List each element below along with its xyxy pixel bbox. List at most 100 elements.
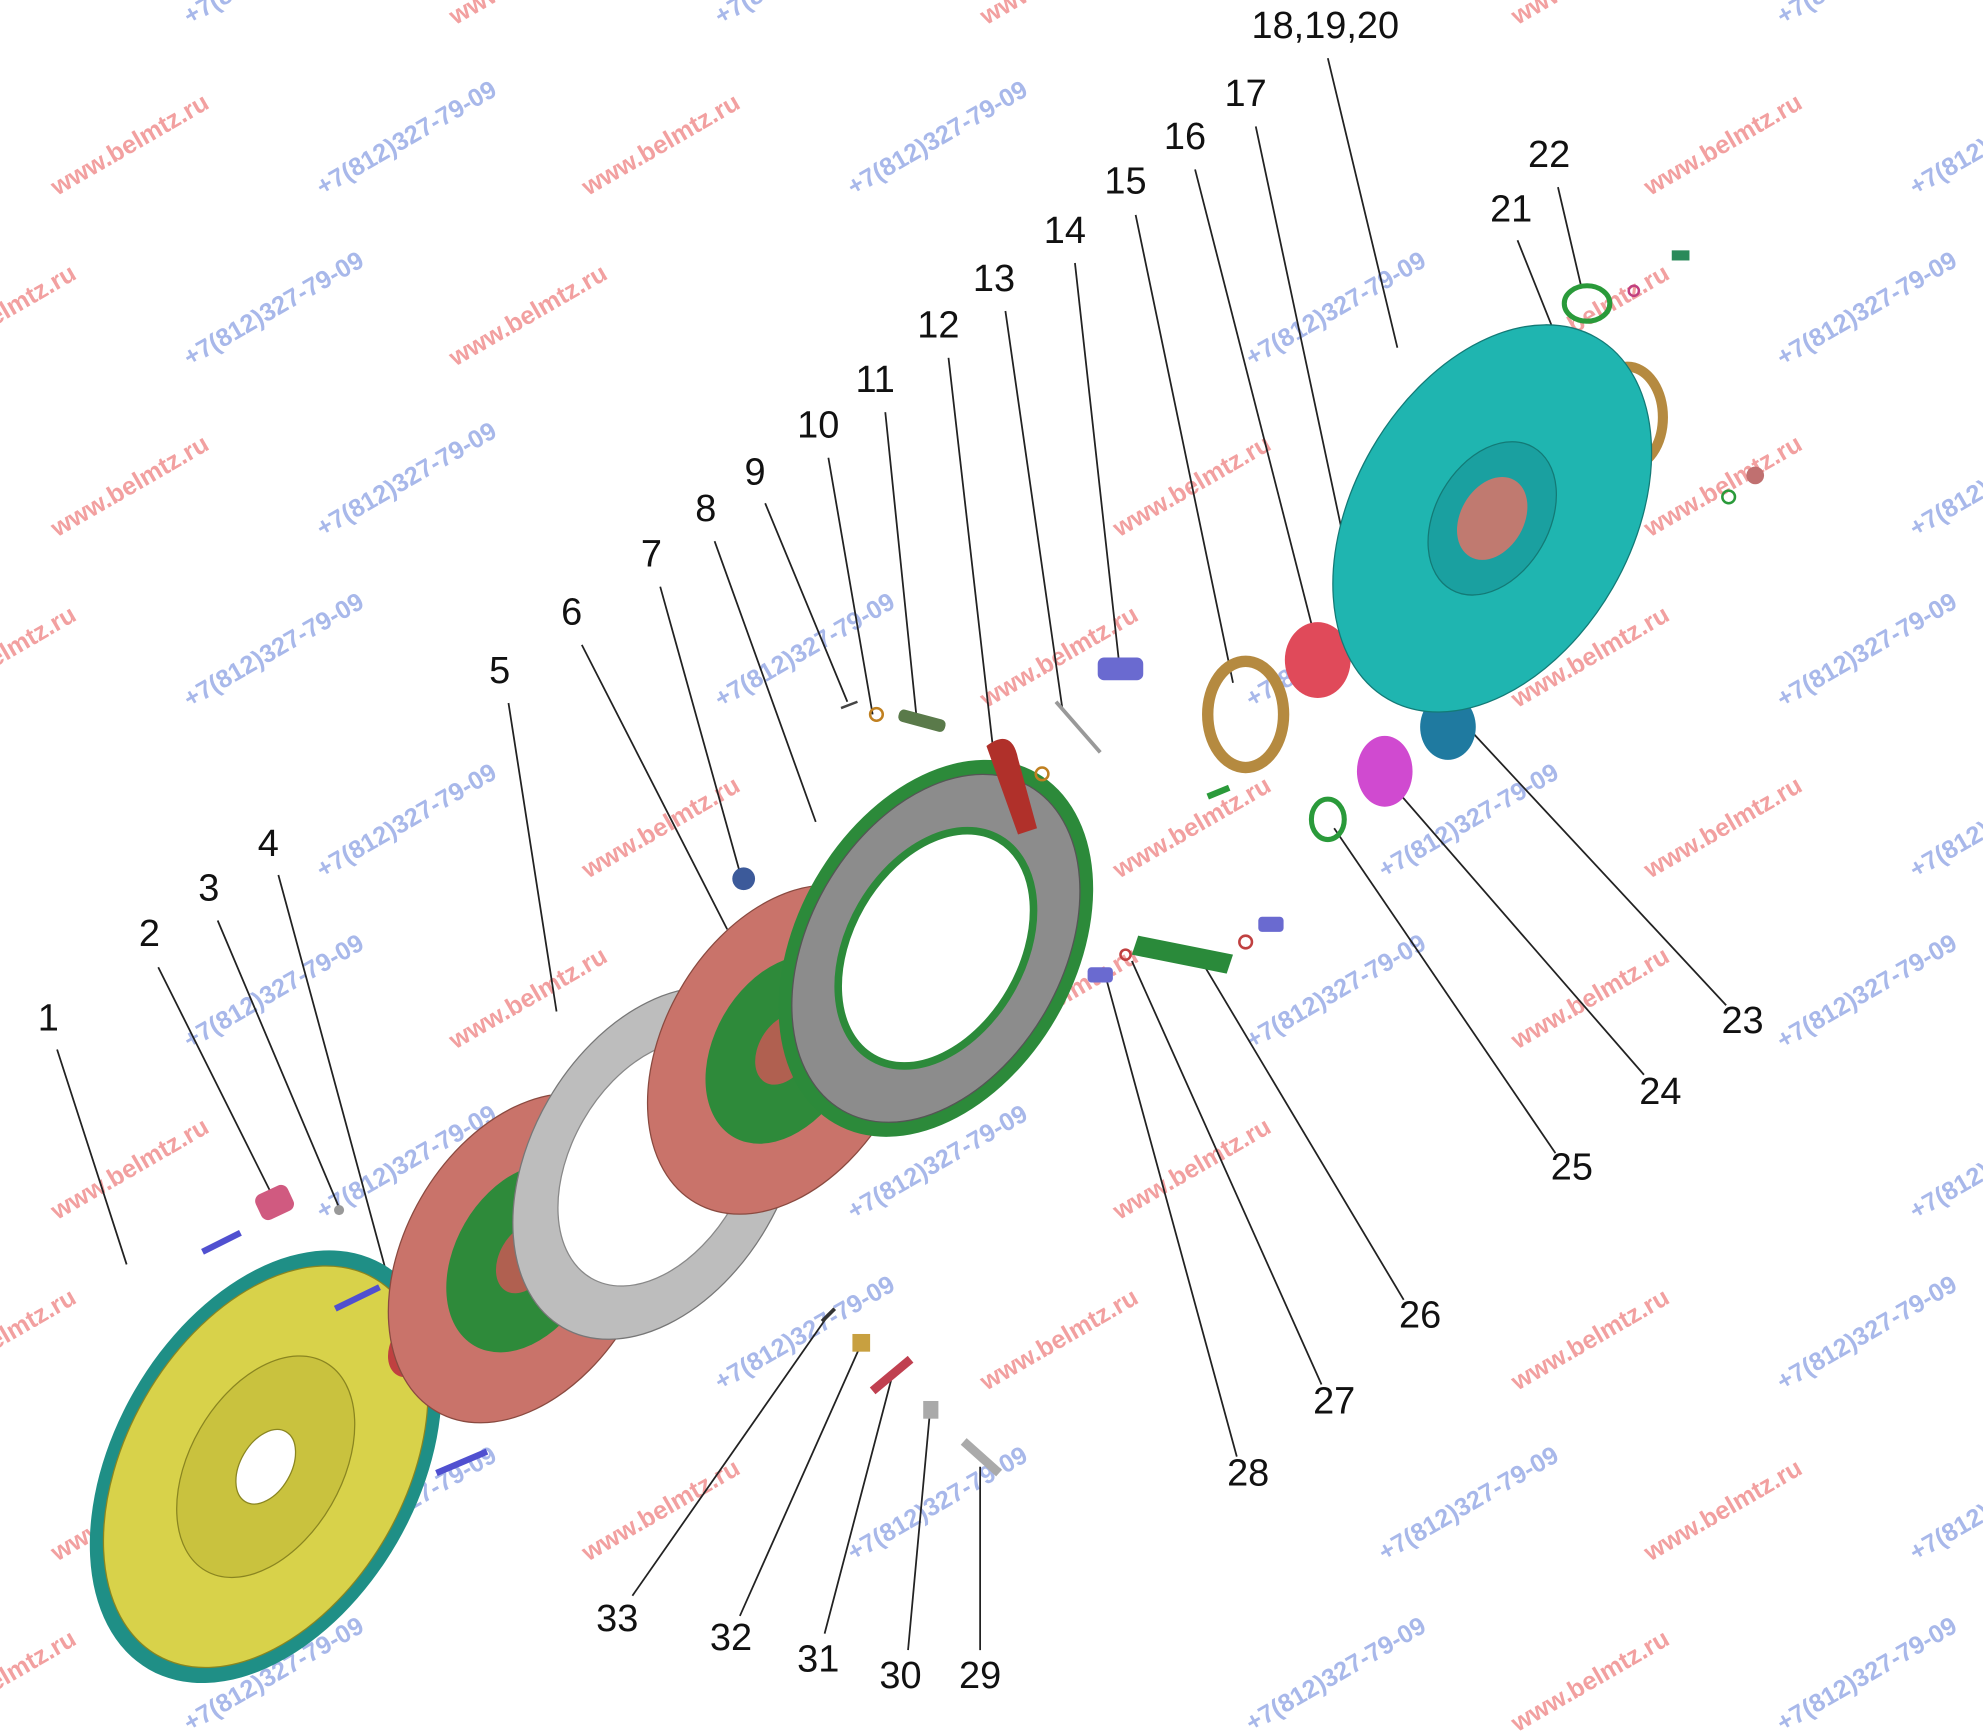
part-label-11: 11 bbox=[855, 359, 894, 401]
watermark-text: www.belmtz.ru bbox=[0, 259, 81, 372]
part-label-16: 16 bbox=[1164, 116, 1206, 158]
leader-line bbox=[216, 920, 340, 1208]
watermark-text: +7(812)327-79-09 bbox=[1772, 0, 1962, 30]
watermark-text: +7(812)327-79-09 bbox=[1772, 246, 1962, 372]
part-label-23: 25 bbox=[1551, 1147, 1593, 1189]
leader-line bbox=[1105, 979, 1238, 1457]
watermark-text: +7(812)327-79-09 bbox=[1905, 758, 1983, 884]
watermark-text: www.belmtz.ru bbox=[1506, 942, 1674, 1055]
part-label-31: 33 bbox=[596, 1598, 638, 1640]
watermark-text: +7(812)327-79-09 bbox=[1772, 1612, 1962, 1731]
leader-line bbox=[1131, 960, 1323, 1385]
watermark-text: www.belmtz.ru bbox=[0, 600, 81, 713]
watermark-text: www.belmtz.ru bbox=[45, 430, 213, 543]
leader-line bbox=[1472, 732, 1727, 1006]
watermark-text: +7(812)327-79-09 bbox=[1905, 75, 1983, 201]
leader-line bbox=[1194, 169, 1317, 639]
leader-line bbox=[1134, 214, 1234, 683]
leader-line bbox=[1557, 186, 1582, 285]
watermark-text: www.belmtz.ru bbox=[444, 942, 612, 1055]
part-label-19: 21 bbox=[1490, 188, 1532, 230]
watermark-text: www.belmtz.ru bbox=[444, 259, 612, 372]
watermark-text: +7(812)327-79-09 bbox=[312, 75, 502, 201]
watermark-text: +7(812)327-79-09 bbox=[710, 0, 900, 30]
part-label-27: 29 bbox=[959, 1655, 1001, 1697]
part-label-18: 18,19,20 bbox=[1251, 5, 1399, 47]
watermark-text: www.belmtz.ru bbox=[1638, 1454, 1806, 1567]
watermark-text: www.belmtz.ru bbox=[45, 1112, 213, 1225]
watermark-text: +7(812)327-79-09 bbox=[1241, 246, 1431, 372]
part-label-22: 24 bbox=[1639, 1071, 1681, 1113]
watermark-text: +7(812)327-79-09 bbox=[1374, 1441, 1564, 1567]
leader-line bbox=[1390, 783, 1645, 1076]
leader-line bbox=[739, 1346, 861, 1617]
leader-line bbox=[713, 540, 817, 823]
leader-line bbox=[56, 1049, 128, 1265]
part-flywheel bbox=[89, 1250, 442, 1684]
leader-line bbox=[157, 966, 273, 1196]
watermark-text: www.belmtz.ru bbox=[576, 88, 744, 201]
watermark-text: www.belmtz.ru bbox=[1506, 0, 1674, 31]
part-label-2: 2 bbox=[139, 913, 160, 955]
part-label-17: 17 bbox=[1225, 73, 1267, 115]
leader-line bbox=[1074, 262, 1121, 664]
watermark-text: www.belmtz.ru bbox=[1506, 1283, 1674, 1396]
leader-line bbox=[277, 874, 406, 1341]
part-label-13: 13 bbox=[973, 258, 1015, 300]
watermark-text: +7(812)327-79-09 bbox=[1241, 929, 1431, 1055]
watermark-text: +7(812)327-79-09 bbox=[312, 758, 502, 884]
watermark-text: +7(812)327-79-09 bbox=[179, 0, 369, 30]
leader-line bbox=[823, 1378, 893, 1634]
watermark-text: www.belmtz.ru bbox=[1638, 430, 1806, 543]
part-label-26: 28 bbox=[1227, 1453, 1269, 1495]
part-label-3: 3 bbox=[198, 867, 219, 909]
part-label-6: 6 bbox=[561, 592, 582, 634]
watermark-text: +7(812)327-79-09 bbox=[843, 1441, 1033, 1567]
watermark-text: +7(812)327-79-09 bbox=[179, 929, 369, 1055]
watermark-text: www.belmtz.ru bbox=[1506, 1625, 1674, 1731]
part-label-8: 8 bbox=[695, 488, 716, 530]
watermark-text: www.belmtz.ru bbox=[576, 771, 744, 884]
watermark-text: www.belmtz.ru bbox=[45, 88, 213, 201]
watermark-text: +7(812)327-79-09 bbox=[1772, 1270, 1962, 1396]
leader-lines bbox=[56, 57, 1727, 1651]
leader-line bbox=[1326, 57, 1399, 348]
leader-line bbox=[947, 357, 994, 747]
part-label-9: 9 bbox=[745, 451, 766, 493]
leader-line bbox=[827, 457, 874, 715]
part-label-5: 5 bbox=[489, 650, 510, 692]
part-18-cover-housing bbox=[1332, 324, 1653, 713]
leader-line bbox=[764, 502, 849, 703]
part-3-pin bbox=[333, 1204, 345, 1216]
watermark-text: +7(812)327-79-09 bbox=[179, 246, 369, 372]
leader-line bbox=[907, 1416, 931, 1651]
part-label-29: 31 bbox=[797, 1639, 839, 1681]
watermark-text: +7(812)327-79-09 bbox=[1772, 588, 1962, 714]
part-label-20: 22 bbox=[1528, 134, 1570, 176]
watermark-text: +7(812)327-79-09 bbox=[179, 588, 369, 714]
part-label-28: 30 bbox=[879, 1655, 921, 1697]
watermark-text: www.belmtz.ru bbox=[0, 0, 81, 31]
watermark-text: +7(812)327-79-09 bbox=[1905, 417, 1983, 543]
watermark-text: www.belmtz.ru bbox=[0, 1283, 81, 1396]
part-label-15: 15 bbox=[1104, 160, 1146, 202]
watermark-text: www.belmtz.ru bbox=[1638, 88, 1806, 201]
part-label-24: 26 bbox=[1399, 1295, 1441, 1337]
watermark-text: www.belmtz.ru bbox=[975, 0, 1143, 31]
part-label-1: 1 bbox=[38, 998, 59, 1040]
watermark-text: +7(812)327-79-09 bbox=[1241, 1612, 1431, 1731]
leader-line bbox=[659, 586, 741, 873]
part-label-4: 4 bbox=[258, 823, 279, 865]
leader-line bbox=[884, 412, 918, 721]
part-labels: 123456789101112131415161718,19,202122232… bbox=[38, 5, 1764, 1697]
watermark-text: +7(812)327-79-09 bbox=[843, 75, 1033, 201]
watermark-text: +7(812)327-79-09 bbox=[1772, 929, 1962, 1055]
part-8-middle-plate bbox=[778, 759, 1094, 1137]
part-label-10: 10 bbox=[797, 404, 839, 446]
leader-line bbox=[1516, 239, 1557, 336]
watermark-text: +7(812)327-79-09 bbox=[312, 417, 502, 543]
leader-line bbox=[507, 702, 558, 1012]
part-label-14: 14 bbox=[1044, 210, 1086, 252]
